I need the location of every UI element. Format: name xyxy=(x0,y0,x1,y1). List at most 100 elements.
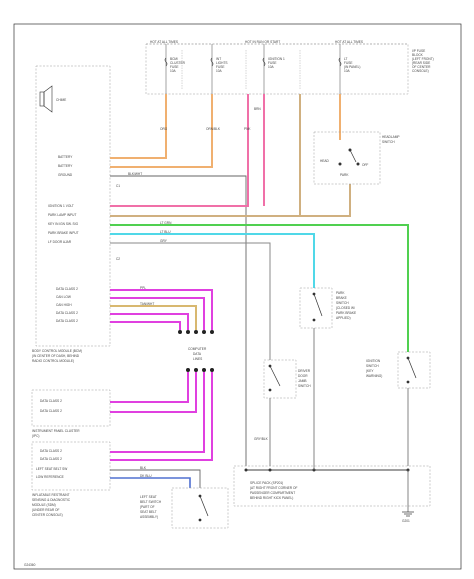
headlamp-switch-icon xyxy=(349,149,357,163)
svg-text:FUSE: FUSE xyxy=(344,61,353,65)
bcm-input-ground: GROUND xyxy=(58,173,73,177)
svg-text:COMPUTER: COMPUTER xyxy=(188,347,207,351)
header-hot-run: HOT IN RUN OR START xyxy=(245,40,280,44)
wire-data-1 xyxy=(110,289,213,330)
fuse-3-label: IGNITION 1 FUSE 10A xyxy=(268,57,285,69)
ignition-key-switch-label: IGNITION SWITCH (KEY WARNING) xyxy=(366,359,382,378)
svg-text:BCM/: BCM/ xyxy=(170,57,178,61)
svg-text:(IPC): (IPC) xyxy=(32,434,39,438)
park-brake-switch-icon xyxy=(313,293,323,317)
svg-text:LT: LT xyxy=(344,57,348,61)
sdm-input-data-2: DATA CLASS 2 xyxy=(40,457,62,461)
svg-text:HEADLAMP: HEADLAMP xyxy=(382,135,400,139)
header-hot-all-2: HOT AT ALL TIMES xyxy=(335,40,363,44)
headlamp-pos-park: PARK xyxy=(340,173,349,177)
wire-park-lamp xyxy=(110,94,301,217)
ipc-input-data-2: DATA CLASS 2 xyxy=(40,409,62,413)
svg-text:SENSING & DIAGNOSTIC: SENSING & DIAGNOSTIC xyxy=(32,498,71,502)
svg-text:FUSE: FUSE xyxy=(170,65,179,69)
wire-low-ref xyxy=(110,477,191,488)
fuse-icon-4 xyxy=(338,57,342,67)
seat-belt-switch-label: LEFT SEAT BELT SWITCH (PART OF SEAT BELT… xyxy=(140,495,162,519)
headlamp-pos-off: OFF xyxy=(362,163,368,167)
bcm-name: BODY CONTROL MODULE (BCM) (IN CENTER OF … xyxy=(32,349,82,363)
wire-label-lt-blu: LT BLU xyxy=(160,230,171,234)
chime-label: CHIME xyxy=(56,98,66,102)
bcm-input-park-brake: PARK BRAKE INPUT xyxy=(48,231,79,235)
wire-label-dk-blu: DK BLU xyxy=(140,474,152,478)
bcm-input-park-lamp: PARK LAMP INPUT xyxy=(48,213,76,217)
bcm-input-can-low: CAN LOW xyxy=(56,295,71,299)
svg-text:RADIO CONTROL MODULE): RADIO CONTROL MODULE) xyxy=(32,359,74,363)
svg-text:(REAR SIDE: (REAR SIDE xyxy=(412,61,430,65)
data-link-upper xyxy=(178,330,214,334)
wire-label-orn-blk: ORN/BLK xyxy=(206,127,221,131)
svg-text:BRAKE: BRAKE xyxy=(336,296,347,300)
svg-text:CONSOLE): CONSOLE) xyxy=(412,69,429,73)
svg-text:SWITCH: SWITCH xyxy=(382,140,395,144)
fuse-icon-1 xyxy=(164,57,168,67)
ground-icon xyxy=(402,511,414,517)
data-link-lower xyxy=(186,368,214,372)
svg-text:OF CENTER: OF CENTER xyxy=(412,65,431,69)
headlamp-pos-head: HEAD xyxy=(320,159,330,163)
svg-text:FUSE: FUSE xyxy=(268,61,277,65)
svg-text:I/P FUSE: I/P FUSE xyxy=(412,49,425,53)
svg-text:(UNDER REAR OF: (UNDER REAR OF xyxy=(32,508,60,512)
svg-text:PARK BRAKE: PARK BRAKE xyxy=(336,311,356,315)
bcm-input-data-3: DATA CLASS 2 xyxy=(56,319,78,323)
wire-ground xyxy=(110,175,247,466)
svg-text:10A: 10A xyxy=(170,69,177,73)
bcm-input-can-high: CAN HIGH xyxy=(56,303,72,307)
svg-text:(IN CENTER OF DASH, BEHIND: (IN CENTER OF DASH, BEHIND xyxy=(32,354,80,358)
wire-label-pnk: PNK xyxy=(244,127,251,131)
ipc-box xyxy=(31,389,111,427)
svg-text:(KEY: (KEY xyxy=(366,369,374,373)
bcm-input-battery-1: BATTERY xyxy=(58,155,73,159)
wire-ignition xyxy=(110,94,249,207)
fuse-block-label: I/P FUSE BLOCK (LEFT FRONT) (REAR SIDE O… xyxy=(412,49,434,73)
svg-text:SWITCH: SWITCH xyxy=(366,364,379,368)
svg-text:SEAT BELT: SEAT BELT xyxy=(140,510,157,514)
svg-text:(LEFT FRONT): (LEFT FRONT) xyxy=(412,57,434,61)
ignition-key-switch-icon xyxy=(407,357,417,379)
wire-lf-door xyxy=(110,242,271,360)
svg-text:APPLIED): APPLIED) xyxy=(336,316,351,320)
svg-text:SPLICE PACK (SP201): SPLICE PACK (SP201) xyxy=(250,481,283,485)
svg-text:WARNING): WARNING) xyxy=(366,374,382,378)
wire-label-gry-blk: GRY/BLK xyxy=(254,437,269,441)
svg-text:10A: 10A xyxy=(216,69,223,73)
fuse-2-label: INT LIGHTS FUSE 10A xyxy=(216,57,228,73)
wire-label-blk-wht: BLK/WHT xyxy=(128,172,142,176)
wire-park-brake xyxy=(110,233,315,288)
svg-text:10A: 10A xyxy=(268,65,275,69)
park-brake-switch-box xyxy=(299,287,333,329)
svg-text:FUSE: FUSE xyxy=(216,65,225,69)
driver-door-switch-label: DRIVER DOOR JAMB SWITCH xyxy=(298,369,311,388)
fuse-4-label: LT FUSE (IN PANEL) 10A xyxy=(344,57,360,73)
bcm-input-battery-2: BATTERY xyxy=(58,164,73,168)
fuse-icon-3 xyxy=(262,57,266,67)
svg-text:CENTER CONSOLE): CENTER CONSOLE) xyxy=(32,513,63,517)
svg-text:ASSEMBLY): ASSEMBLY) xyxy=(140,515,158,519)
svg-text:BELT SWITCH: BELT SWITCH xyxy=(140,500,162,504)
bcm-input-data-2: DATA CLASS 2 xyxy=(56,311,78,315)
data-link-label: COMPUTER DATA LINES xyxy=(188,347,207,361)
fuse-block-box xyxy=(145,43,409,95)
svg-text:INSTRUMENT PANEL CLUSTER: INSTRUMENT PANEL CLUSTER xyxy=(32,429,80,433)
bcm-connector-c2: C2 xyxy=(116,257,120,261)
svg-text:LINES: LINES xyxy=(193,357,202,361)
ground-label: G201 xyxy=(402,519,410,523)
svg-text:IGNITION 1: IGNITION 1 xyxy=(268,57,285,61)
sdm-box xyxy=(31,441,111,491)
svg-text:(CLOSED W/: (CLOSED W/ xyxy=(336,306,355,310)
fuse-1-label: BCM/ CLUSTER FUSE 10A xyxy=(170,57,186,73)
svg-text:LEFT SEAT: LEFT SEAT xyxy=(140,495,157,499)
chime-icon xyxy=(39,91,45,107)
svg-text:(IN PANEL): (IN PANEL) xyxy=(344,65,360,69)
svg-text:BLOCK: BLOCK xyxy=(412,53,424,57)
svg-text:SWITCH: SWITCH xyxy=(336,301,349,305)
svg-text:SWITCH: SWITCH xyxy=(298,384,311,388)
wire-label-tan-wht: TAN/WHT xyxy=(140,302,154,306)
svg-text:DRIVER: DRIVER xyxy=(298,369,311,373)
